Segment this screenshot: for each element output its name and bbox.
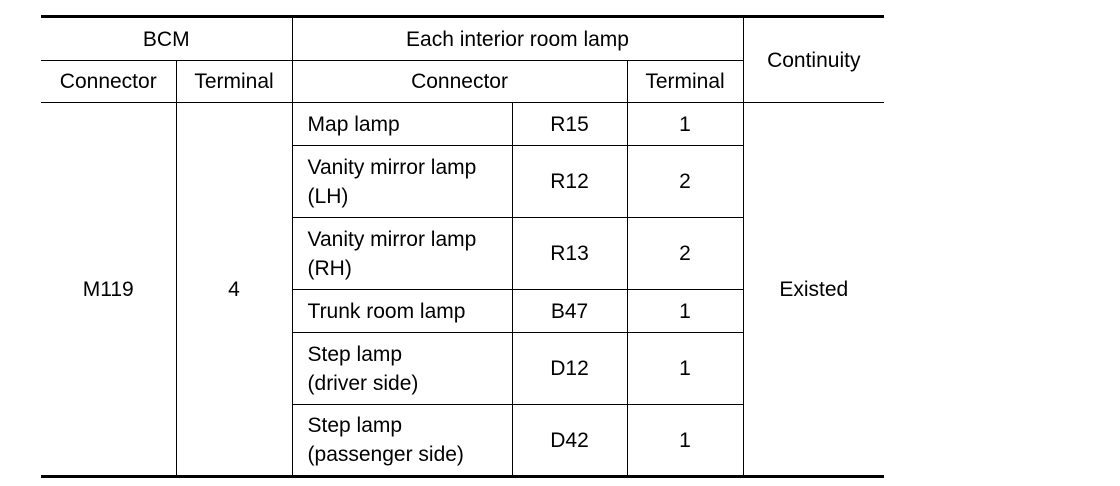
header-lamp-terminal: Terminal bbox=[626, 60, 744, 103]
lamp-name-line: (RH) bbox=[307, 256, 352, 280]
lamp-connector-cell: D42 bbox=[511, 404, 628, 478]
lamp-name-cell: Map lamp bbox=[291, 102, 513, 146]
lamp-name-line: Map lamp bbox=[307, 112, 400, 136]
header-row-1: BCM Each interior room lamp Continuity bbox=[41, 15, 885, 103]
table-row: Step lamp (passenger side) D42 1 bbox=[41, 404, 884, 478]
lamp-connector-cell: D12 bbox=[511, 332, 628, 405]
lamp-name-line: Vanity mirror lamp bbox=[307, 227, 477, 251]
header-bcm-terminal: Terminal bbox=[175, 60, 293, 103]
lamp-terminal-cell: 1 bbox=[626, 102, 744, 146]
lamp-terminal-cell: 1 bbox=[626, 289, 744, 333]
lamp-terminal-cell: 2 bbox=[626, 217, 744, 290]
header-lamp-connector: Connector bbox=[291, 60, 628, 103]
lamp-name-line: Step lamp bbox=[307, 414, 403, 437]
lamp-connector-cell: R15 bbox=[511, 102, 628, 146]
table-row: Trunk room lamp B47 1 bbox=[41, 289, 884, 333]
lamp-name-cell: Vanity mirror lamp (LH) bbox=[291, 145, 513, 218]
header-continuity: Continuity bbox=[742, 15, 885, 103]
table-row: Step lamp (driver side) D12 1 bbox=[41, 332, 884, 405]
lamp-terminal-cell: 2 bbox=[626, 145, 744, 218]
bcm-terminal-cell: 4 bbox=[175, 102, 293, 478]
lamp-name-cell: Step lamp (driver side) bbox=[291, 332, 513, 405]
lamp-name-line: (LH) bbox=[307, 184, 349, 208]
table-row: Vanity mirror lamp (RH) R13 2 bbox=[41, 217, 884, 290]
lamp-name-cell: Trunk room lamp bbox=[291, 289, 513, 333]
bcm-connector-cell: M119 bbox=[41, 102, 177, 478]
header-bcm: BCM bbox=[41, 15, 293, 61]
lamp-name-line: Step lamp bbox=[307, 342, 403, 366]
lamp-terminal-cell: 1 bbox=[626, 404, 744, 478]
lamp-name-line: Vanity mirror lamp bbox=[307, 155, 477, 179]
continuity-result-cell: Existed bbox=[742, 102, 885, 478]
lamp-name-cell: Vanity mirror lamp (RH) bbox=[291, 217, 513, 290]
lamp-connector-cell: B47 bbox=[511, 289, 628, 333]
header-bcm-connector: Connector bbox=[41, 60, 177, 103]
lamp-terminal-cell: 1 bbox=[626, 332, 744, 405]
lamp-name-cell: Step lamp (passenger side) bbox=[291, 404, 513, 478]
lamp-connector-cell: R13 bbox=[511, 217, 628, 290]
lamp-connector-cell: R12 bbox=[511, 145, 628, 218]
header-lamp-group: Each interior room lamp bbox=[291, 15, 744, 61]
lamp-name-line: (driver side) bbox=[307, 371, 419, 395]
lamp-name-line: Trunk room lamp bbox=[307, 299, 466, 323]
table-row: M119 4 Map lamp R15 1 Existed bbox=[41, 102, 885, 478]
continuity-table: BCM Each interior room lamp Continuity C… bbox=[41, 15, 885, 478]
lamp-name-line: (passenger side) bbox=[307, 443, 464, 466]
